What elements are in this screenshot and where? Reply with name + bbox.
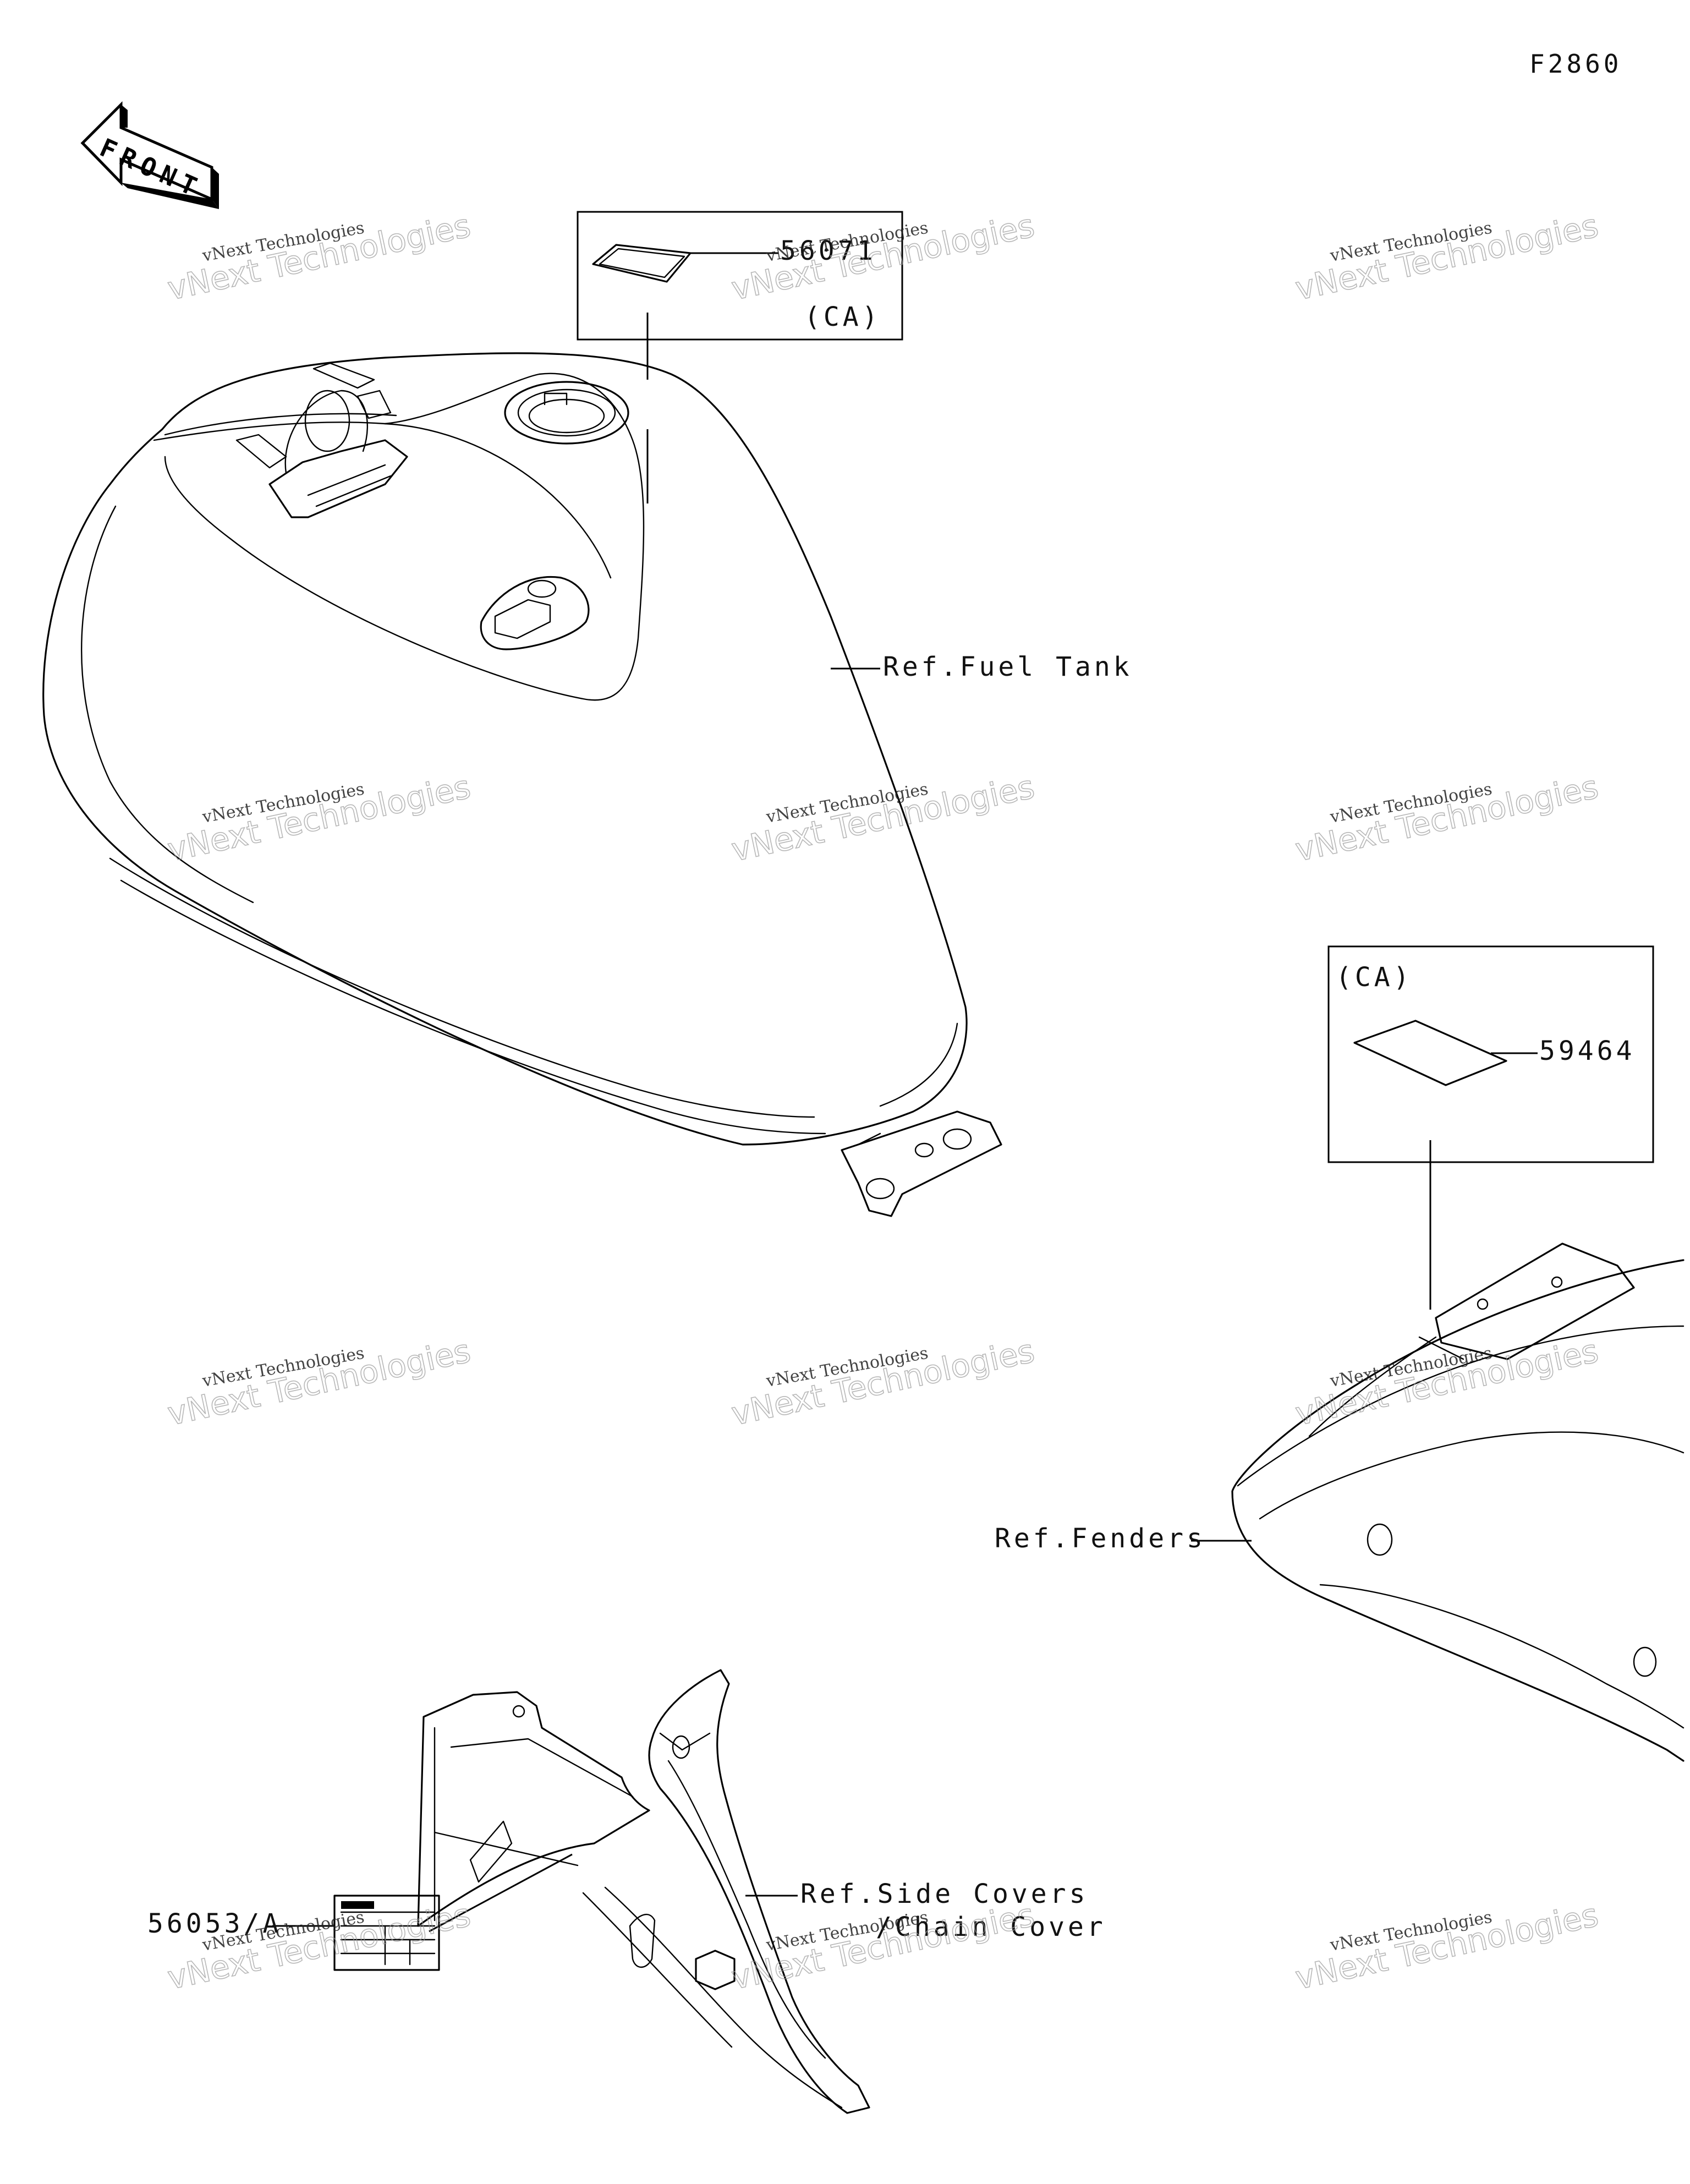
watermark-3: vNext Technologies vNext Technologies <box>1292 206 1602 308</box>
ref-side-covers-label: Ref.Side Covers <box>800 1879 1088 1909</box>
part-number-59464: 59464 <box>1539 1036 1636 1066</box>
watermark-1: vNext Technologies vNext Technologies <box>164 206 474 308</box>
side-cover-drawing <box>417 1669 870 2114</box>
watermark-4: vNext Technologies vNext Technologies <box>164 768 474 869</box>
watermark-8: vNext Technologies vNext Technologies <box>728 1332 1038 1433</box>
watermark-7: vNext Technologies vNext Technologies <box>164 1332 474 1433</box>
part-number-56071: 56071 <box>780 236 876 266</box>
watermark-6: vNext Technologies vNext Technologies <box>1292 768 1602 869</box>
callout-box-56071 <box>577 211 903 341</box>
watermark-2: vNext Technologies vNext Technologies <box>728 206 1038 308</box>
label-sticker-59464-icon <box>1353 1020 1507 1086</box>
callout-59464: (CA) 59464 <box>1327 945 1654 1310</box>
ca-label-right: (CA) <box>1336 962 1413 993</box>
ref-fuel-tank-label: Ref.Fuel Tank <box>883 652 1133 682</box>
rear-fender-drawing <box>1231 1242 1684 1762</box>
fuel-tank-drawing <box>42 352 1002 1217</box>
part-number-56053: 56053/A <box>147 1908 282 1939</box>
ref-fenders-label: Ref.Fenders <box>995 1523 1206 1554</box>
front-arrow-icon: FRONT <box>80 101 219 209</box>
tank-bracket-icon <box>480 576 590 650</box>
watermark-9: vNext Technologies vNext Technologies <box>1292 1332 1602 1433</box>
diagram-code: F2860 <box>1529 49 1622 79</box>
side-cover-label-area-icon <box>469 1820 513 1883</box>
label-sticker-56071-icon <box>592 244 692 283</box>
watermark-5: vNext Technologies vNext Technologies <box>728 768 1038 869</box>
callout-56071: 56071 (CA) <box>577 211 903 503</box>
watermark-12: vNext Technologies vNext Technologies <box>1292 1896 1602 1997</box>
ref-chain-cover-label: /Chain Cover <box>876 1912 1106 1942</box>
callout-box-59464 <box>1327 945 1654 1163</box>
breather-valve-icon <box>235 362 408 518</box>
tank-rear-mount-icon <box>841 1110 1002 1217</box>
fuel-cap-icon <box>504 381 629 445</box>
ca-label-top: (CA) <box>804 302 881 332</box>
label-plate-56053-icon <box>333 1895 440 1971</box>
